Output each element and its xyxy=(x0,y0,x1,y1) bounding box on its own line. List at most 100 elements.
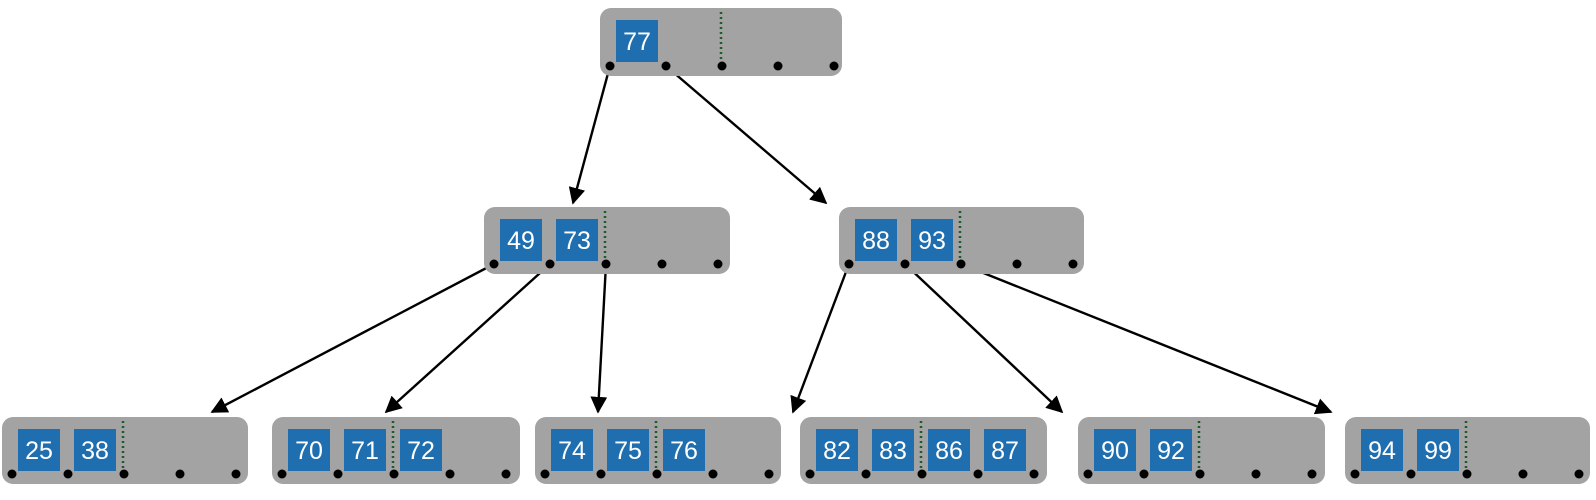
edges-layer xyxy=(210,65,1333,415)
key-label: 83 xyxy=(879,437,907,465)
key-label: 87 xyxy=(991,437,1019,465)
key-box xyxy=(556,219,598,261)
pointer-dot xyxy=(277,469,287,479)
pointer-dot xyxy=(1068,259,1078,269)
pointer-dot xyxy=(1574,469,1584,479)
pointer-dot xyxy=(657,259,667,269)
tree-node: 70 71 72 xyxy=(272,417,520,484)
pointer-dot xyxy=(7,469,17,479)
key-box xyxy=(855,219,897,261)
key-label: 25 xyxy=(25,437,53,465)
pointer-dot xyxy=(1195,469,1205,479)
key-label: 88 xyxy=(862,227,890,255)
child-pointer-arrow xyxy=(790,263,851,414)
key-label: 72 xyxy=(407,437,435,465)
key-box xyxy=(500,219,542,261)
tree-node: 25 38 xyxy=(2,417,248,484)
pointer-dot xyxy=(713,259,723,269)
key-label: 73 xyxy=(563,227,591,255)
pointer-dot xyxy=(844,259,854,269)
pointer-dot xyxy=(1012,259,1022,269)
pointer-dot xyxy=(805,469,815,479)
pointer-dot xyxy=(1518,469,1528,479)
key-box xyxy=(74,429,116,471)
pointer-dot xyxy=(489,259,499,269)
key-label: 99 xyxy=(1424,437,1452,465)
key-label: 94 xyxy=(1368,437,1396,465)
key-box xyxy=(872,429,914,471)
node-box xyxy=(535,417,781,484)
key-label: 38 xyxy=(81,437,109,465)
pointer-dot xyxy=(652,469,662,479)
pointer-dot xyxy=(773,61,783,71)
tree-node: 90 92 xyxy=(1078,417,1325,484)
pointer-dot xyxy=(605,61,615,71)
key-label: 74 xyxy=(558,437,586,465)
pointer-dot xyxy=(501,469,511,479)
pointer-dot xyxy=(1083,469,1093,479)
key-label: 82 xyxy=(823,437,851,465)
child-pointer-arrow xyxy=(210,262,495,414)
pointer-dot xyxy=(1029,469,1039,479)
pointer-dot xyxy=(1139,469,1149,479)
key-box xyxy=(607,429,649,471)
pointer-dot xyxy=(829,61,839,71)
tree-node: 49 73 xyxy=(484,207,730,274)
pointer-dot xyxy=(601,259,611,269)
pointer-dot xyxy=(661,61,671,71)
node-box xyxy=(1345,417,1590,484)
pointer-dot xyxy=(973,469,983,479)
pointer-dot xyxy=(545,259,555,269)
node-box xyxy=(2,417,248,484)
pointer-dot xyxy=(540,469,550,479)
key-box xyxy=(288,429,330,471)
pointer-dot xyxy=(333,469,343,479)
key-label: 76 xyxy=(670,437,698,465)
key-label: 71 xyxy=(351,437,379,465)
key-box xyxy=(1150,429,1192,471)
tree-node: 94 99 xyxy=(1345,417,1590,484)
key-label: 49 xyxy=(507,227,535,255)
pointer-dot xyxy=(1462,469,1472,479)
pointer-dot xyxy=(63,469,73,479)
pointer-dot xyxy=(1307,469,1317,479)
node-box xyxy=(839,207,1084,274)
key-label: 77 xyxy=(623,28,651,56)
key-box xyxy=(400,429,442,471)
pointer-dot xyxy=(175,469,185,479)
key-box xyxy=(551,429,593,471)
pointer-dot xyxy=(861,469,871,479)
tree-node: 88 93 xyxy=(839,207,1084,274)
pointer-dot xyxy=(717,61,727,71)
tree-node: 74 75 76 xyxy=(535,417,781,484)
key-label: 70 xyxy=(295,437,323,465)
child-pointer-arrow xyxy=(904,263,1064,414)
pointer-dot xyxy=(119,469,129,479)
key-box xyxy=(344,429,386,471)
key-box xyxy=(928,429,970,471)
node-box xyxy=(1078,417,1325,484)
pointer-dot xyxy=(1350,469,1360,479)
key-label: 75 xyxy=(614,437,642,465)
pointer-dot xyxy=(708,469,718,479)
key-label: 93 xyxy=(918,227,946,255)
pointer-dot xyxy=(231,469,241,479)
key-label: 90 xyxy=(1101,437,1129,465)
key-label: 92 xyxy=(1157,437,1185,465)
tree-node: 77 xyxy=(600,8,842,76)
key-label: 86 xyxy=(935,437,963,465)
pointer-dot xyxy=(596,469,606,479)
child-pointer-arrow xyxy=(590,263,608,414)
key-box xyxy=(816,429,858,471)
key-box xyxy=(18,429,60,471)
pointer-dot xyxy=(1406,469,1416,479)
key-box xyxy=(984,429,1026,471)
key-box xyxy=(663,429,705,471)
child-pointer-arrow xyxy=(960,262,1333,415)
key-box xyxy=(1094,429,1136,471)
child-pointer-arrow xyxy=(665,65,828,205)
key-box xyxy=(616,20,658,62)
key-box xyxy=(911,219,953,261)
nodes-layer: 77 49 73 88 93 25 38 70 71 72 74 75 76 82 83 86 87 90 92 94… xyxy=(2,8,1590,484)
pointer-dot xyxy=(956,259,966,269)
